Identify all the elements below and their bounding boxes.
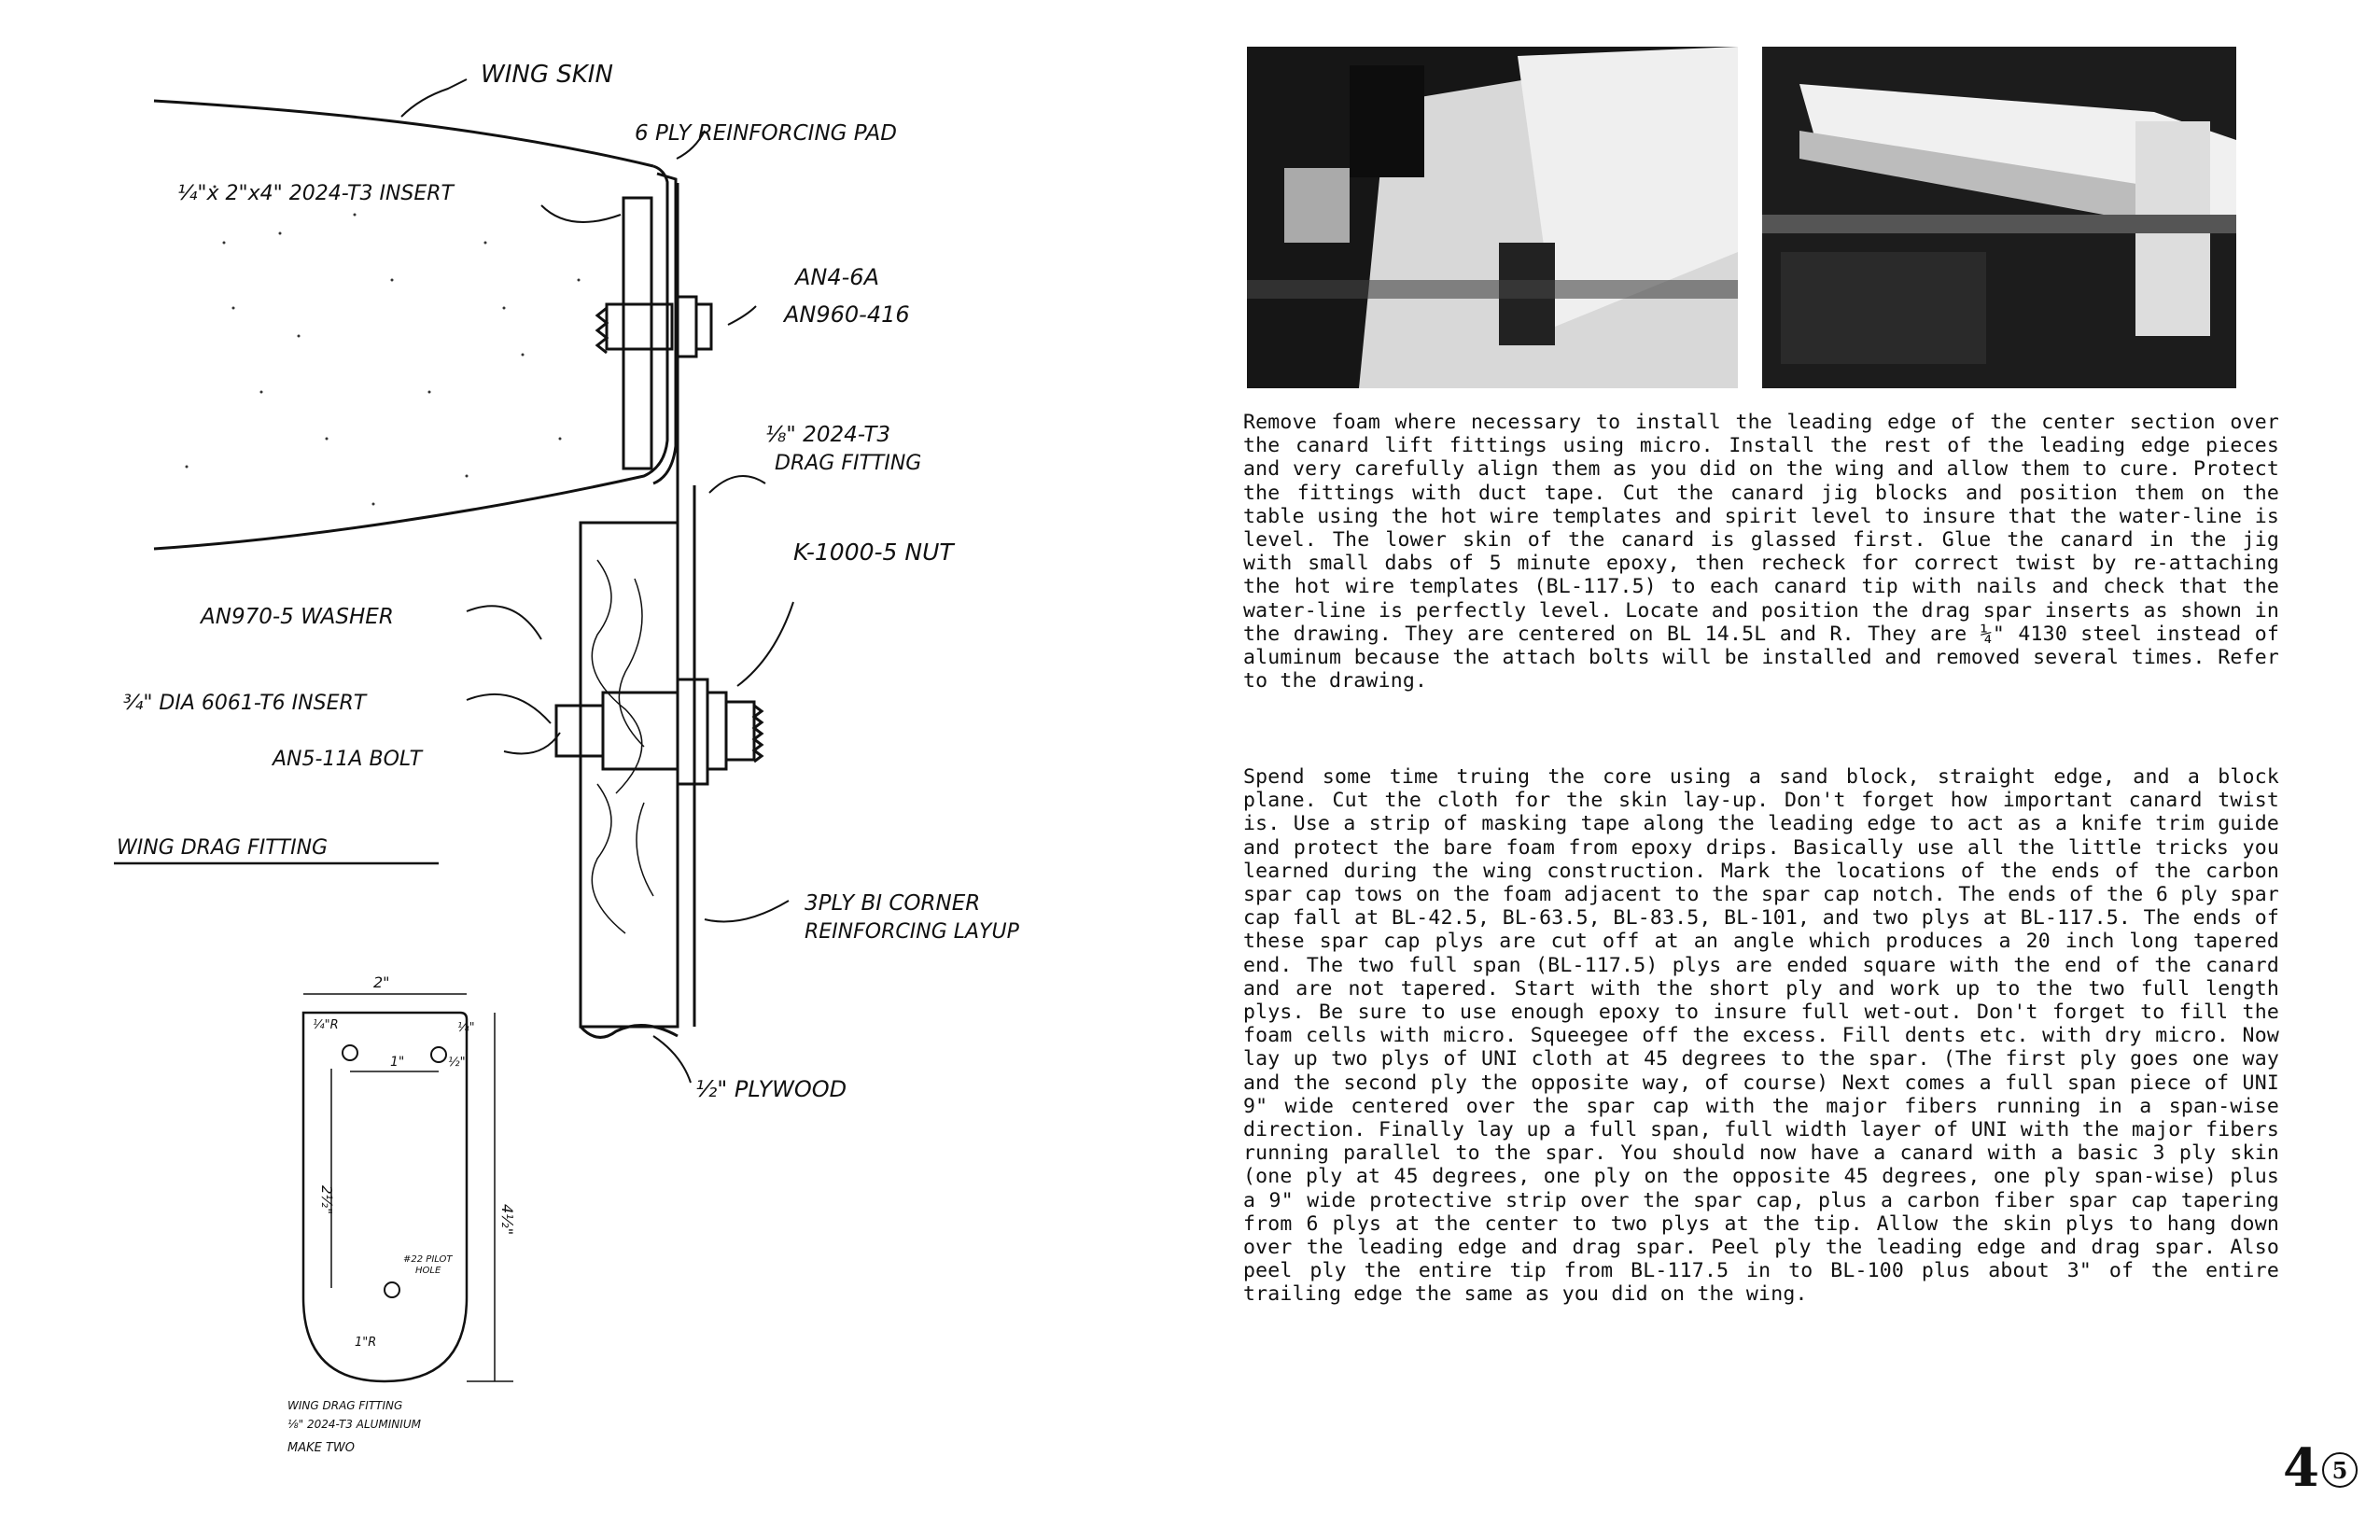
label-an960: AN960-416 bbox=[782, 301, 910, 328]
label-layup-1: 3PLY BI CORNER bbox=[805, 891, 980, 916]
dim-side-offset: ½" bbox=[448, 1056, 466, 1070]
dim-height: 4½" bbox=[498, 1204, 516, 1235]
label-dia-insert: ¾" DIA 6061-T6 INSERT bbox=[123, 692, 368, 715]
photo-workshop-left bbox=[1247, 47, 1738, 388]
label-nut: K-1000-5 NUT bbox=[793, 539, 955, 566]
page-number: 4 bbox=[2283, 1437, 2319, 1499]
dim-corner-r: ¼"R bbox=[313, 1018, 339, 1032]
caption-2: ⅛" 2024-T3 ALUMINIUM bbox=[287, 1418, 422, 1431]
dim-bottom-r: 1"R bbox=[355, 1336, 376, 1350]
label-layup-2: REINFORCING LAYUP bbox=[805, 920, 1020, 944]
label-drag-fitting-2: DRAG FITTING bbox=[775, 452, 921, 475]
pilot-hole-1: #22 PILOT bbox=[403, 1254, 453, 1265]
label-insert: ¼"x 2"x4" 2024-T3 INSERT bbox=[177, 182, 455, 205]
label-plywood: ½" PLYWOOD bbox=[695, 1076, 847, 1102]
label-washer: AN970-5 WASHER bbox=[199, 605, 394, 629]
label-wing-skin: WING SKIN bbox=[481, 61, 613, 89]
caption-1: WING DRAG FITTING bbox=[287, 1399, 402, 1412]
photo-workshop-right bbox=[1762, 47, 2236, 388]
body-paragraph-2: Spend some time truing the core using a … bbox=[1243, 765, 2279, 1307]
label-reinforcing-pad: 6 PLY REINFORCING PAD bbox=[635, 121, 897, 146]
dim-vertical: 2½" bbox=[318, 1185, 335, 1214]
pilot-hole-2: HOLE bbox=[415, 1266, 441, 1276]
wing-drag-fitting-drawing: WING SKIN 6 PLY REINFORCING PAD ¼"x 2"x4… bbox=[114, 61, 1020, 1455]
dim-width: 2" bbox=[373, 973, 390, 991]
body-paragraph-1: Remove foam where necessary to install t… bbox=[1243, 411, 2279, 693]
caption-3: MAKE TWO bbox=[287, 1441, 355, 1455]
circled-number: 5 bbox=[2322, 1452, 2358, 1488]
label-title: WING DRAG FITTING bbox=[117, 836, 328, 860]
label-an4-6a: AN4-6A bbox=[793, 264, 879, 290]
label-bolt: AN5-11A BOLT bbox=[271, 748, 424, 771]
dim-top-offset: ¼" bbox=[457, 1021, 475, 1035]
dim-hole-spacing: 1" bbox=[390, 1055, 404, 1070]
label-drag-fitting-1: ⅛" 2024-T3 bbox=[765, 423, 890, 447]
